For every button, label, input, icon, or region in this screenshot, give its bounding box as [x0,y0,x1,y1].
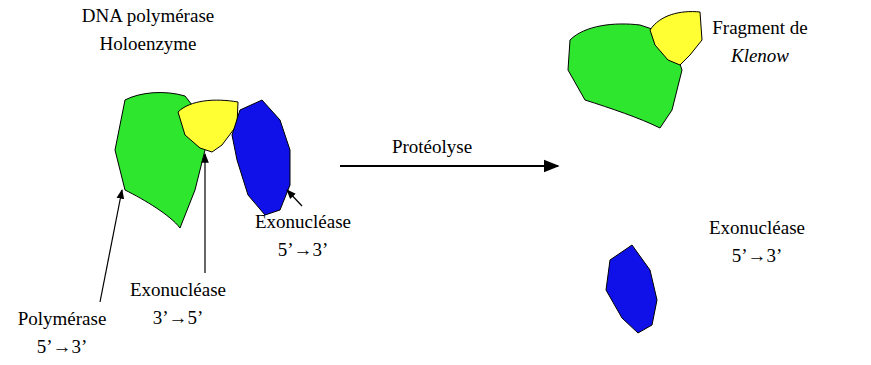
fragment-label: Fragment de Klenow [706,14,814,70]
domain-label: Exonucléase 3’→5’ [122,276,234,332]
domain-label: Exonucléase 5’→3’ [247,208,359,264]
title-label: DNA polymérase Holoenzyme [81,2,216,58]
exonuclease-3-5-domain [650,12,702,65]
domain-label: Exonucléase 5’→3’ [701,214,813,270]
exonuclease-5-3-domain [606,245,657,333]
reaction-label: Protéolyse [367,133,497,161]
domain-label: Polymérase 5’→3’ [6,305,118,361]
exonuclease-3-5-domain [178,100,238,152]
leader-arrow [204,154,205,273]
exonuclease-5-3-domain [232,100,290,215]
reaction-arrow [340,165,558,167]
leader-arrow [100,190,122,302]
leader-arrow [287,190,302,206]
